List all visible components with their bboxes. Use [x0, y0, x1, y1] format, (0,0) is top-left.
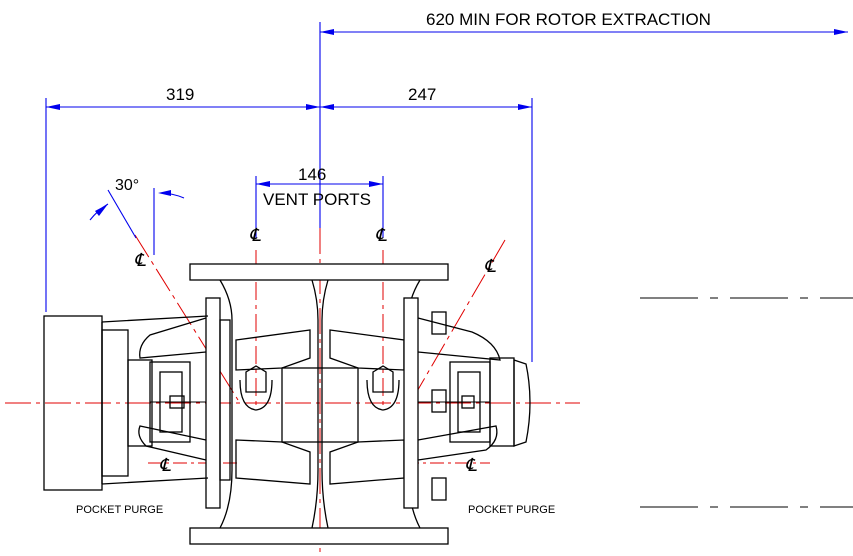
reference-lines [640, 297, 853, 508]
right-upper-pocket [329, 329, 405, 371]
dim-247-arrow-left [320, 104, 334, 110]
left-lower-pocket [235, 439, 311, 485]
rotor-center-left [311, 279, 319, 529]
right-end-cap [489, 357, 515, 447]
left-vent-port-cup [239, 379, 273, 411]
rotor-hub [281, 367, 359, 443]
right-vent-port-cup [366, 379, 400, 411]
centerline-symbol-left-flange: ℄ [159, 455, 171, 476]
centerline-symbol-left-angle: ℄ [134, 250, 146, 271]
extraction-arrow-right [834, 29, 848, 35]
vent-arrow-left [256, 181, 270, 187]
pocket-purge-right-label: POCKET PURGE [468, 504, 555, 516]
centerline-symbol-right-angle: ℄ [484, 256, 496, 277]
vent-ports-label: VENT PORTS [263, 190, 371, 209]
right-bearing-bracket-lower [417, 425, 498, 461]
vent-arrow-right [369, 181, 383, 187]
vent-spacing-label: 146 [298, 165, 326, 184]
left-bearing-bracket [139, 317, 207, 359]
angle-ext-slanted [107, 189, 137, 239]
left-drive-assembly [43, 297, 231, 509]
centerline-symbol-right-vent: ℄ [375, 225, 387, 246]
right-bearing-assembly [403, 297, 531, 509]
left-upper-pocket [235, 329, 311, 371]
extraction-dim-label: 620 MIN FOR ROTOR EXTRACTION [426, 10, 711, 29]
left-end-plate [205, 297, 221, 509]
extraction-arrow-left [320, 29, 334, 35]
angle-label: 30° [115, 177, 139, 194]
valve-body [189, 263, 449, 545]
top-flange [189, 263, 449, 281]
right-bolt-top [431, 311, 447, 335]
pocket-purge-left-label: POCKET PURGE [76, 504, 163, 516]
left-end-plate-inner [219, 319, 231, 481]
angle-arrow-right [158, 190, 171, 196]
right-bearing-bracket [417, 317, 501, 361]
right-end-cover [513, 359, 531, 447]
right-end-plate [403, 297, 419, 509]
housing-left-wall [219, 279, 233, 529]
angle-arrow-left [95, 204, 108, 216]
motor-adapter [101, 329, 129, 477]
motor-flange [101, 315, 209, 485]
left-vent-port [245, 365, 267, 393]
right-bolt-bottom [431, 477, 447, 501]
centerline-symbol-left-vent: ℄ [249, 225, 261, 246]
left-bearing-bracket-lower [138, 425, 207, 461]
right-lower-pocket [329, 439, 405, 485]
right-vent-port [372, 365, 394, 393]
dim-247-arrow-right [518, 104, 532, 110]
dimension-lines [45, 22, 848, 362]
dim-319-arrow-right [306, 104, 320, 110]
right-dim-label: 247 [408, 85, 436, 104]
rotor-center-right [321, 279, 329, 529]
bottom-flange [189, 527, 449, 545]
left-dim-label: 319 [166, 85, 194, 104]
centerlines [5, 228, 580, 552]
right-angled-centerline [411, 239, 506, 401]
centerline-symbol-right-flange: ℄ [465, 455, 477, 476]
right-bolt-mid [431, 389, 447, 413]
dim-319-arrow-left [46, 104, 60, 110]
